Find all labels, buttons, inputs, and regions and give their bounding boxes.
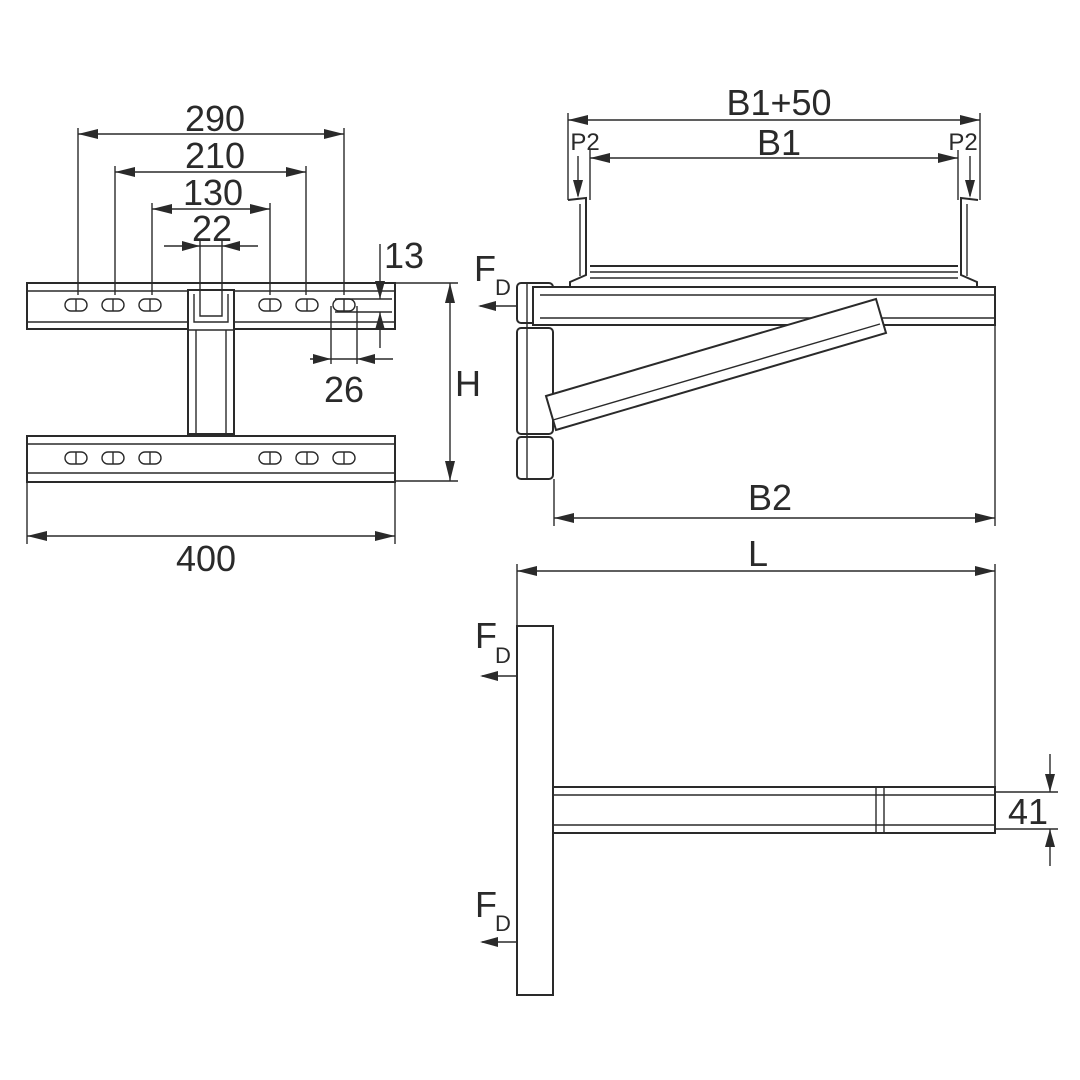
force-symbol: F [475,884,497,925]
dimension-b1: B1 [589,122,959,200]
label-p2-left: P2 [570,129,599,156]
label-b1: B1 [757,122,801,163]
dimension-b1-plus-50: B1+50 [567,82,981,200]
dimension-41: 41 [995,754,1058,866]
label-p2-right: P2 [948,129,977,156]
label-26: 26 [324,369,364,410]
dimension-13: 13 [335,235,424,348]
label-41: 41 [1008,791,1048,832]
label-13: 13 [384,235,424,276]
dimension-400: 400 [26,482,396,579]
dimension-l: L [516,533,996,795]
dimension-290: 290 [77,98,345,295]
horizontal-arm [532,286,996,326]
dimension-h: H [395,282,481,482]
diagonal-brace [544,297,888,432]
vertical-post [187,289,235,435]
label-400: 400 [176,538,236,579]
bottom-rail [26,435,396,483]
plan-view: L 41 F D F D [475,533,1058,996]
label-b1-plus-50: B1+50 [726,82,831,123]
wall-post-bottom [516,436,554,480]
side-view: B1+50 B1 P2 P2 F D [474,82,996,526]
wall-plate [516,625,554,996]
force-fd-top: F D [474,248,518,311]
front-view: 290 210 130 22 [26,98,481,579]
p2-marker-right: P2 [948,129,978,198]
p2-marker-left: P2 [570,129,600,198]
label-l: L [748,533,768,574]
label-22: 22 [192,208,232,249]
plan-arm [552,786,996,834]
force-fd-bottom: F D [475,884,517,947]
force-subscript: D [495,275,511,300]
label-210: 210 [185,135,245,176]
force-symbol: F [475,615,497,656]
label-290: 290 [185,98,245,139]
wall-post-middle [516,327,554,435]
dimension-26: 26 [310,306,393,410]
dimension-130: 130 [151,172,271,295]
label-130: 130 [183,172,243,213]
label-b2: B2 [748,477,792,518]
force-fd-middle: F D [475,615,517,681]
force-subscript: D [495,911,511,936]
label-h: H [455,363,481,404]
cable-tray [567,196,979,287]
force-symbol: F [474,248,496,289]
dimension-b2: B2 [553,325,996,526]
force-subscript: D [495,643,511,668]
dimension-210: 210 [114,135,307,295]
dimension-22: 22 [164,208,258,294]
